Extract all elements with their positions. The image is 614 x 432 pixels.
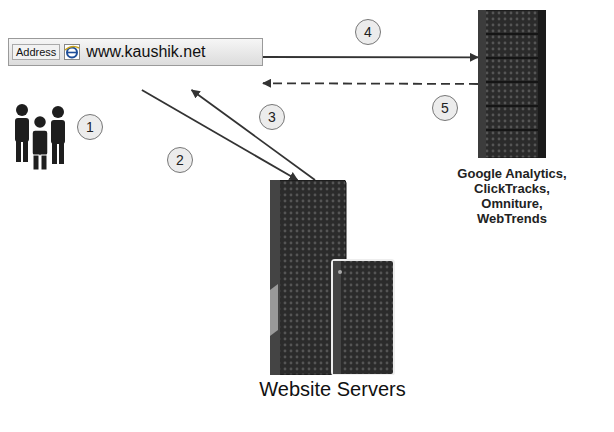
server-node: Google Analytics, ClickTracks, Omniture,… [478,10,546,158]
rack-shelf [486,129,538,131]
icon-frame [65,45,80,60]
icon-e-bar [67,52,77,54]
server-handle [270,284,278,336]
callout-number: 4 [355,19,381,45]
flow-arrow [263,82,478,85]
address-label: Address [12,44,60,60]
icon-e [67,48,77,58]
server-edge [333,261,341,374]
rack-edge [538,10,546,158]
url-text: www.kaushik.net [86,43,205,61]
rack-body [478,10,546,158]
callout-number: 3 [259,104,285,130]
rack-shelf [486,105,538,107]
server-led [338,270,342,274]
server-tall [270,180,346,375]
browser-bar: Address www.kaushik.net [8,38,263,66]
server-picture [478,10,546,158]
callout-number: 1 [77,114,103,140]
flow-arrow [142,90,298,180]
browser-icon [64,44,80,60]
icon-ring [65,46,79,50]
rack-edge [478,10,486,158]
tool-list: Google Analytics, ClickTracks, Omniture,… [448,166,576,226]
people-icon [15,104,65,170]
callout-number: 5 [432,95,458,121]
address-bar: Address www.kaushik.net [8,38,263,90]
server-label: Website Servers [258,378,408,400]
server-short [332,260,394,375]
server-node: Website Servers [270,180,395,375]
callout-number: 2 [167,147,193,173]
flow-arrow [192,90,315,180]
server-picture [270,180,395,375]
rack-shelf [486,57,538,59]
rack-shelf [486,81,538,83]
flow-arrow [263,56,478,58]
rack-shelf [486,33,538,35]
server-edge [270,180,280,375]
